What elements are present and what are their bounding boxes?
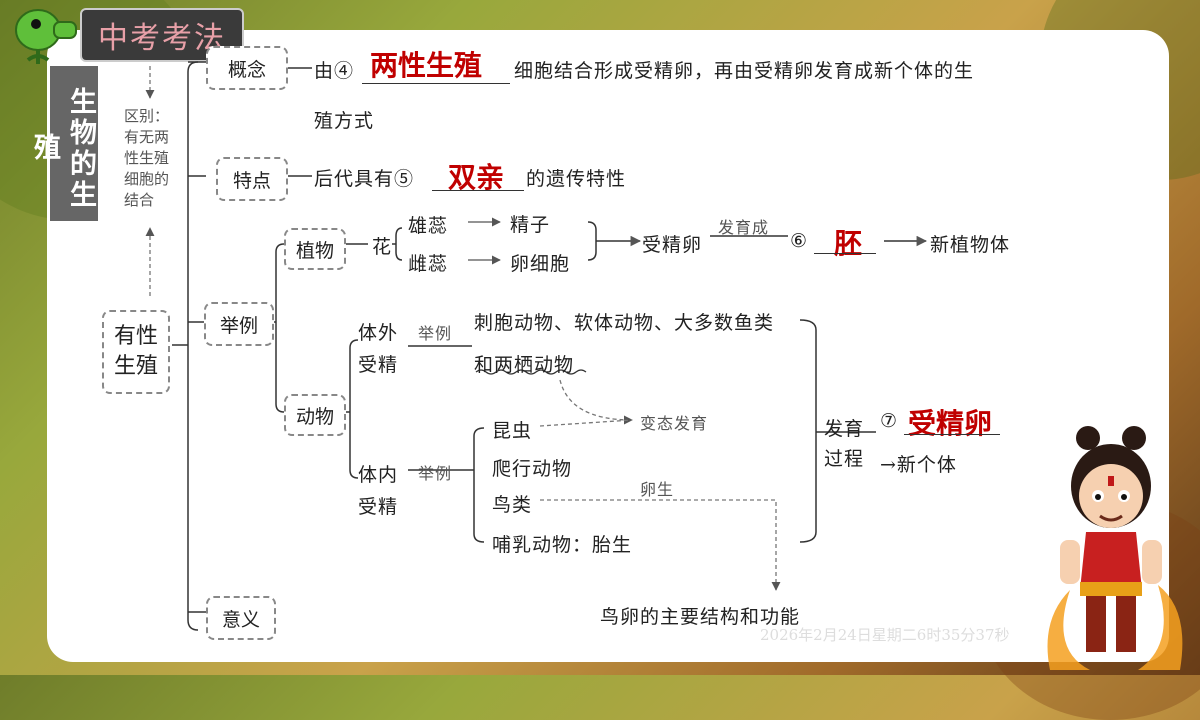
branch-example-label: 举例 [219, 314, 258, 337]
difference-note: 区别： 有无两 性生殖 细胞的 结合 [124, 106, 184, 211]
process-label-a: 发育 [824, 418, 865, 440]
plant-result: 新植物体 [930, 234, 1011, 256]
plant-number: ⑥ [790, 230, 809, 252]
internal-insect: 昆虫 [492, 420, 533, 442]
diagram-connectors [145, 61, 928, 631]
branch-example: 举例 [204, 302, 274, 346]
internal-mammal: 哺乳动物：胎生 [492, 534, 633, 556]
feature-prefix: 后代具有⑤ [314, 168, 415, 190]
feature-answer: 双亲 [448, 161, 505, 194]
external-fertilization-b: 受精 [358, 354, 399, 376]
external-examples-line1: 刺胞动物、软体动物、大多数鱼类 [474, 312, 775, 334]
process-label-b: 过程 [824, 448, 865, 470]
note-line: 结合 [124, 191, 155, 209]
concept-line2: 殖方式 [314, 110, 375, 132]
content-panel [47, 30, 1169, 662]
plant-sperm: 精子 [510, 214, 551, 236]
plant-pistil: 雌蕊 [408, 253, 449, 275]
peashooter-icon [15, 9, 77, 64]
example-tag: 举例 [418, 464, 453, 483]
external-fertilization-a: 体外 [358, 322, 399, 344]
answer-underline [362, 83, 510, 84]
plant-flower: 花 [372, 236, 393, 258]
concept-answer: 两性生殖 [370, 49, 483, 82]
oviparous-label: 卵生 [640, 480, 675, 499]
section-sidebar-label: 生物的生殖 [29, 66, 98, 221]
feature-suffix: 的遗传特性 [526, 168, 627, 190]
animal-answer: 受精卵 [908, 407, 993, 440]
node-plant-label: 植物 [295, 239, 334, 262]
timestamp: 2026年2月24日星期二6时35分37秒 [760, 626, 1010, 644]
branch-meaning: 意义 [206, 596, 276, 640]
animal-result: →新个体 [880, 454, 957, 476]
internal-fertilization-b: 受精 [358, 496, 399, 518]
cartoon-character-mascot [1047, 426, 1183, 670]
note-line: 性生殖 [124, 149, 170, 167]
answer-underline [904, 434, 1000, 435]
node-animal: 动物 [284, 394, 346, 436]
internal-fertilization-a: 体内 [358, 464, 399, 486]
plant-stamen: 雄蕊 [408, 215, 449, 237]
branch-feature-label: 特点 [232, 169, 271, 192]
branch-concept: 概念 [206, 46, 288, 90]
plant-develop-label: 发育成 [718, 218, 770, 237]
root-node-sexual-reproduction: 有性生殖 [102, 310, 170, 394]
internal-bird: 鸟类 [492, 494, 533, 516]
egg-structure-label: 鸟卵的主要结构和功能 [600, 606, 801, 628]
metamorphosis-label: 变态发育 [640, 414, 709, 433]
root-node-label: 有性生殖 [113, 324, 158, 379]
node-plant: 植物 [284, 228, 346, 270]
node-animal-label: 动物 [295, 405, 334, 428]
plant-egg-cell: 卵细胞 [510, 253, 571, 275]
note-line: 区别： [124, 107, 170, 125]
answer-underline [432, 190, 524, 191]
concept-prefix: 由④ [314, 60, 355, 82]
plant-answer: 胚 [834, 227, 863, 260]
answer-underline [814, 253, 876, 254]
external-examples-line2: 和两栖动物 [474, 354, 575, 376]
plant-zygote: 受精卵 [642, 234, 703, 256]
note-line: 有无两 [124, 128, 170, 146]
animal-number: ⑦ [880, 410, 899, 432]
branch-concept-label: 概念 [227, 58, 266, 81]
note-line: 细胞的 [124, 170, 170, 188]
internal-reptile: 爬行动物 [492, 458, 573, 480]
concept-suffix: 细胞结合形成受精卵，再由受精卵发育成新个体的生 [514, 60, 975, 82]
branch-meaning-label: 意义 [221, 608, 260, 631]
example-tag: 举例 [418, 324, 453, 343]
branch-feature: 特点 [216, 157, 288, 201]
